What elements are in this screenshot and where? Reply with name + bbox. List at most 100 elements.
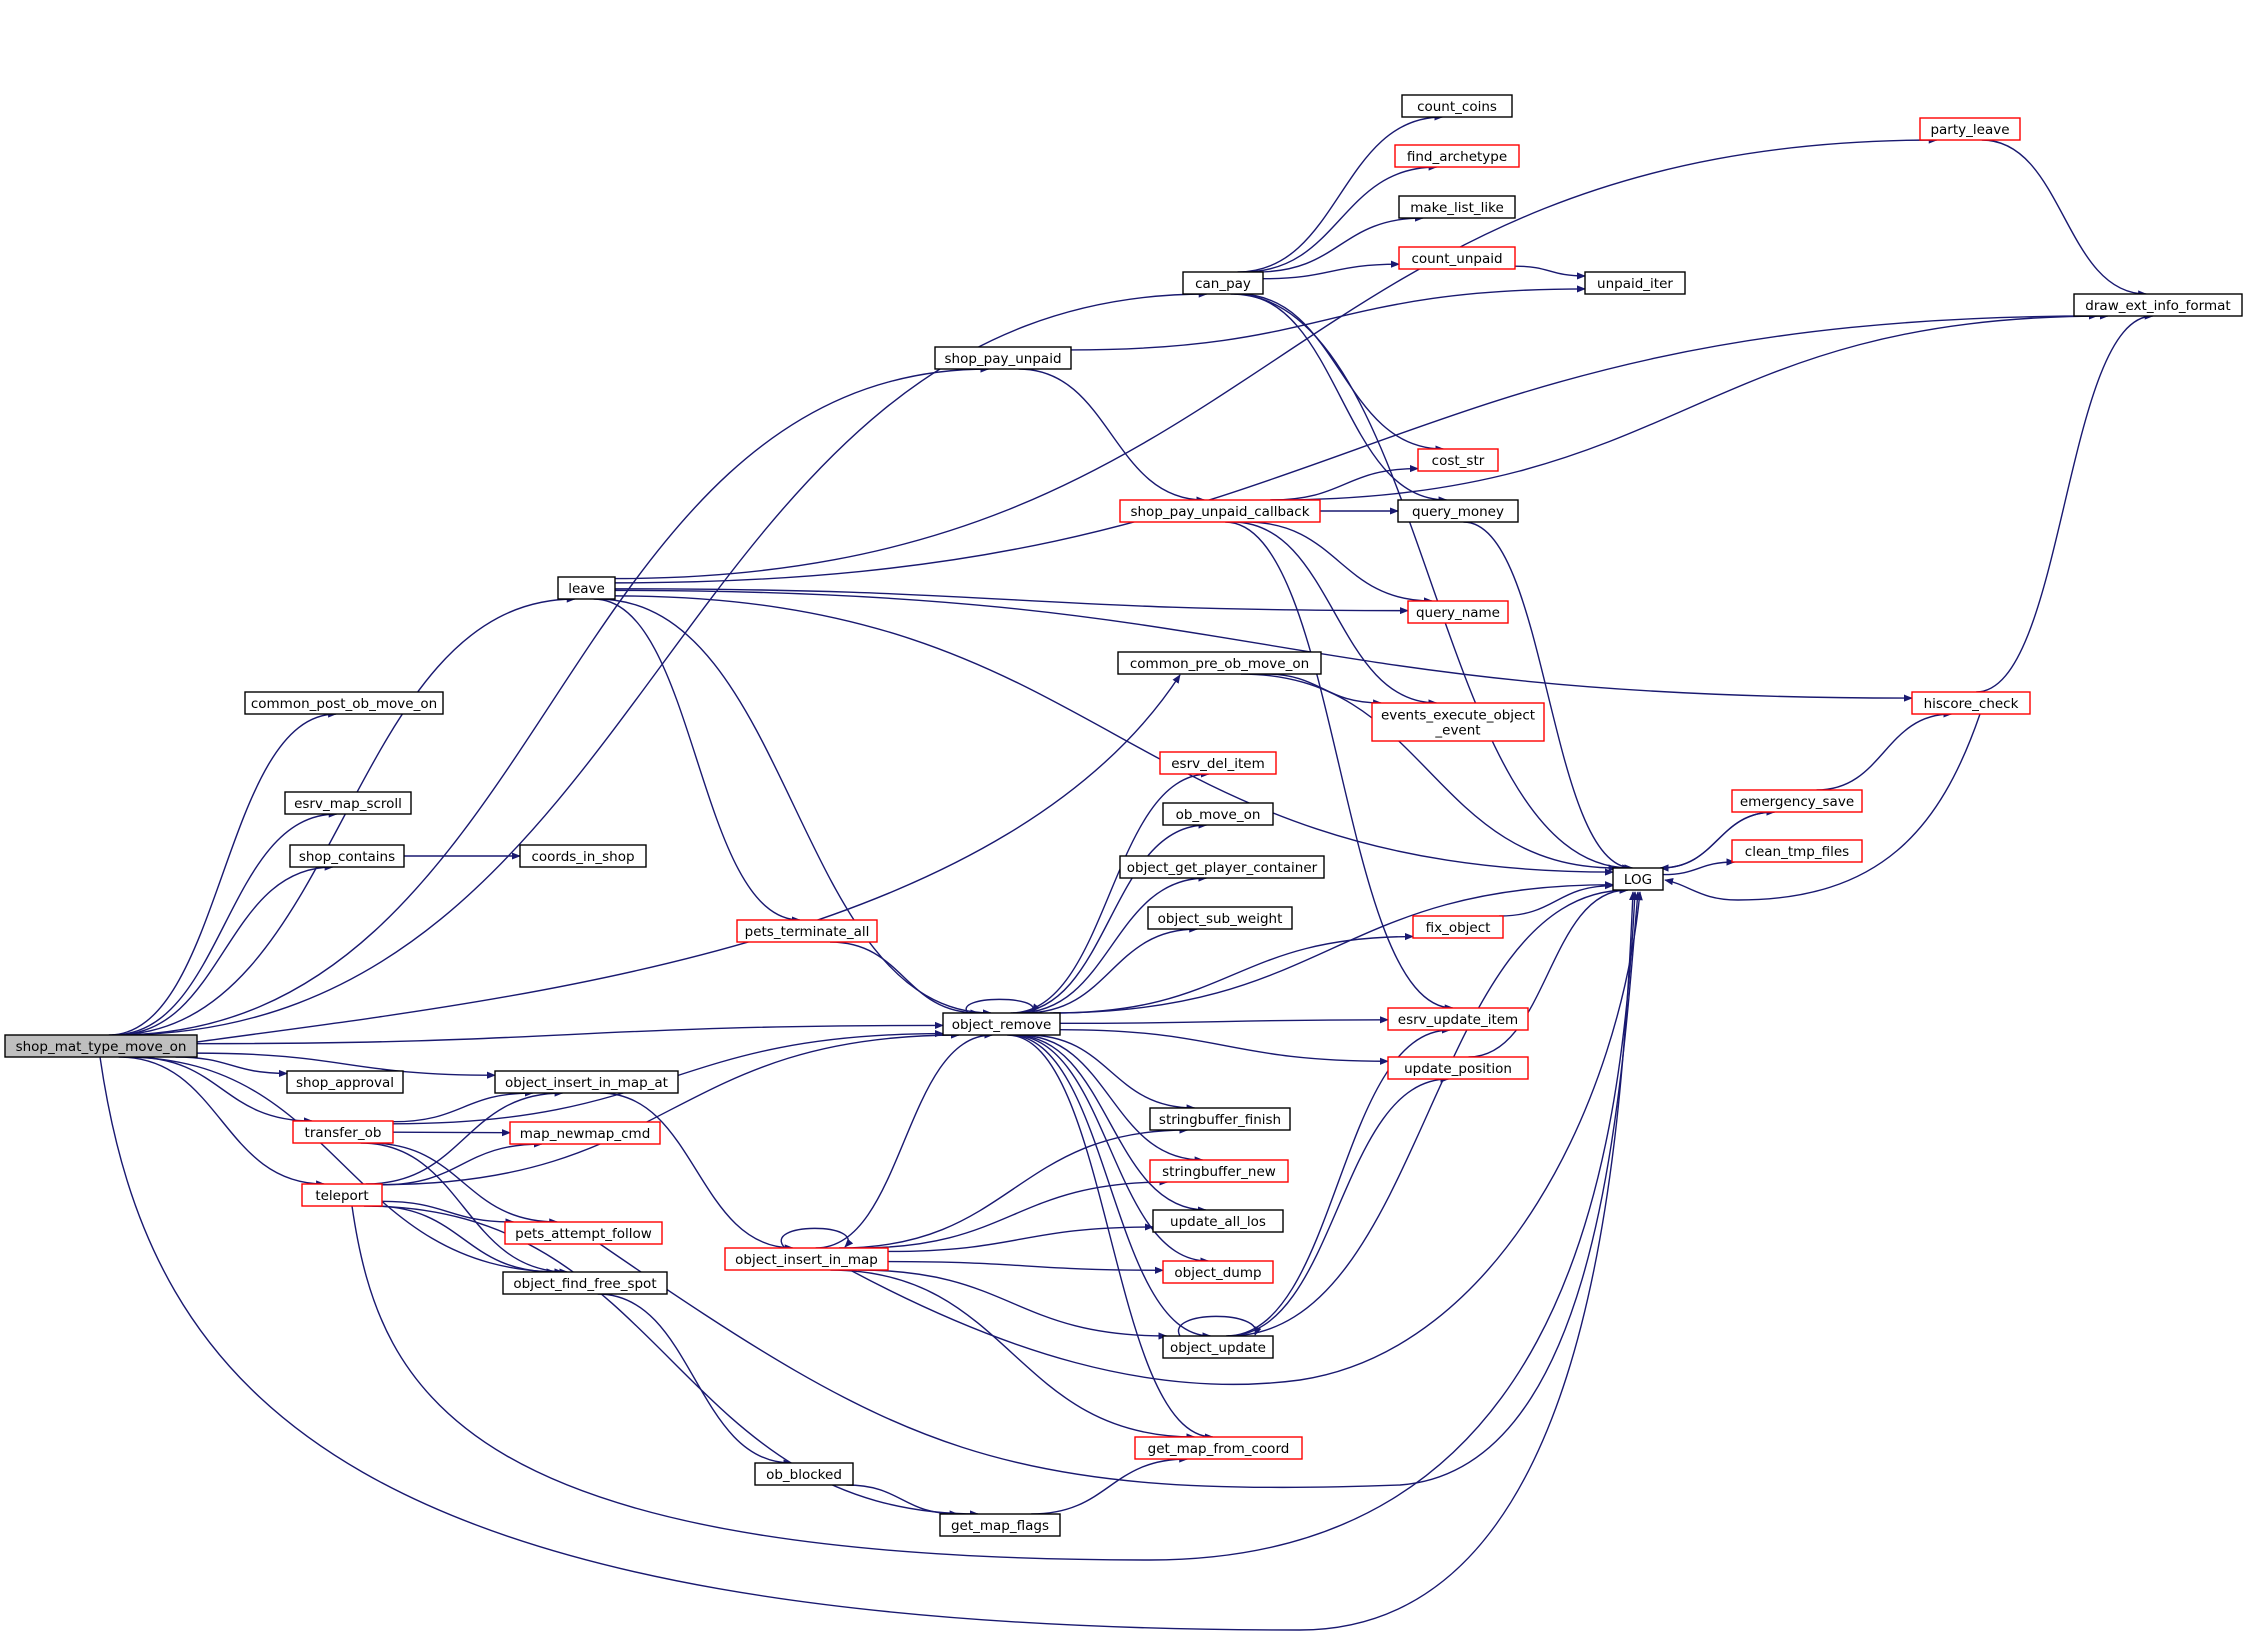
node-stringbuffer_finish[interactable]: stringbuffer_finish — [1149, 1107, 1291, 1131]
node-update_all_los[interactable]: update_all_los — [1152, 1209, 1284, 1233]
node-label: coords_in_shop — [531, 849, 634, 865]
edge-LOG-to-clean_tmp_files — [1662, 858, 1736, 876]
node-box — [934, 346, 1072, 370]
node-label: pets_terminate_all — [745, 924, 870, 940]
node-box — [1162, 802, 1274, 826]
edge-object_remove-to-LOG — [1049, 881, 1614, 1014]
node-common_post_ob_move_on[interactable]: common_post_ob_move_on — [244, 691, 444, 715]
node-clean_tmp_files[interactable]: clean_tmp_files — [1731, 839, 1863, 863]
edge-emergency_save-to-LOG — [1659, 811, 1775, 872]
node-box — [754, 1462, 854, 1486]
node-query_money[interactable]: query_money — [1397, 499, 1519, 523]
node-pets_attempt_follow[interactable]: pets_attempt_follow — [504, 1221, 663, 1245]
edges-layer — [99, 113, 2154, 1631]
edge-object_remove-to-esrv_update_item — [1059, 1016, 1389, 1025]
node-stringbuffer_new[interactable]: stringbuffer_new — [1149, 1159, 1289, 1183]
edge-party_leave-to-draw_ext_info_format — [1981, 139, 2148, 298]
node-label: object_get_player_container — [1127, 860, 1318, 876]
edge-teleport-to-object_remove — [381, 1031, 960, 1186]
edge-object_insert_in_map-to-get_map_from_coord — [830, 1269, 1196, 1441]
node-label: update_position — [1404, 1061, 1512, 1077]
node-emergency_save[interactable]: emergency_save — [1731, 789, 1863, 813]
node-shop_mat_type_move_on[interactable]: shop_mat_type_move_on — [4, 1034, 198, 1058]
node-box — [1731, 789, 1863, 813]
node-common_pre_ob_move_on[interactable]: common_pre_ob_move_on — [1117, 651, 1322, 675]
node-shop_contains[interactable]: shop_contains — [289, 844, 405, 868]
nodes-layer: shop_mat_type_move_on can_pay shop_pay_unp… — [4, 94, 2243, 1537]
node-box — [4, 1034, 198, 1058]
node-find_archetype[interactable]: find_archetype — [1394, 144, 1520, 168]
edge-transfer_ob-to-object_insert_in_map_at — [392, 1089, 534, 1123]
node-shop_approval[interactable]: shop_approval — [286, 1070, 404, 1094]
edge-object_remove-to-get_map_from_coord — [1007, 1034, 1214, 1441]
node-teleport[interactable]: teleport — [301, 1183, 383, 1207]
edge-transfer_ob-to-object_find_free_spot — [360, 1142, 569, 1276]
node-draw_ext_info_format[interactable]: draw_ext_info_format — [2073, 293, 2243, 317]
node-make_list_like[interactable]: make_list_like — [1398, 195, 1516, 219]
node-esrv_map_scroll[interactable]: esrv_map_scroll — [284, 791, 412, 815]
edge-object_update-to-LOG — [1227, 886, 1630, 1337]
node-label: ob_move_on — [1176, 807, 1261, 823]
node-label: transfer_ob — [305, 1125, 382, 1141]
node-box — [286, 1070, 404, 1094]
node-label: common_post_ob_move_on — [251, 696, 437, 712]
edge-update_position-to-LOG — [1468, 886, 1629, 1058]
edge-object_remove-to-stringbuffer_finish — [1026, 1034, 1196, 1112]
edge-hiscore_check-to-draw_ext_info_format — [1976, 312, 2154, 693]
edge-object_update-to-update_position — [1227, 1075, 1450, 1337]
node-pets_terminate_all[interactable]: pets_terminate_all — [736, 919, 878, 943]
node-LOG[interactable]: LOG — [1612, 867, 1664, 891]
node-label: count_unpaid — [1411, 251, 1502, 267]
node-count_coins[interactable]: count_coins — [1401, 94, 1513, 118]
node-update_position[interactable]: update_position — [1387, 1056, 1529, 1080]
node-box — [509, 1121, 661, 1145]
node-party_leave[interactable]: party_leave — [1919, 117, 2021, 141]
node-object_get_player_container[interactable]: object_get_player_container — [1119, 855, 1325, 879]
edge-hiscore_check-to-LOG — [1664, 713, 1981, 901]
node-object_insert_in_map_at[interactable]: object_insert_in_map_at — [494, 1070, 679, 1094]
node-label: ob_blocked — [766, 1467, 842, 1483]
node-query_name[interactable]: query_name — [1407, 600, 1509, 624]
node-leave[interactable]: leave — [557, 576, 616, 600]
node-esrv_del_item[interactable]: esrv_del_item — [1159, 751, 1277, 775]
node-transfer_ob[interactable]: transfer_ob — [292, 1120, 394, 1144]
edge-teleport-to-object_find_free_spot — [372, 1205, 556, 1276]
node-get_map_from_coord[interactable]: get_map_from_coord — [1134, 1436, 1303, 1460]
node-get_map_flags[interactable]: get_map_flags — [939, 1513, 1061, 1537]
edge-can_pay-to-LOG — [1230, 293, 1632, 872]
edge-transfer_ob-to-pets_attempt_follow — [369, 1142, 559, 1226]
node-object_find_free_spot[interactable]: object_find_free_spot — [502, 1271, 668, 1295]
edge-teleport-to-object_insert_in_map_at — [365, 1089, 564, 1185]
node-map_newmap_cmd[interactable]: map_newmap_cmd — [509, 1121, 661, 1145]
node-object_insert_in_map[interactable]: object_insert_in_map — [724, 1247, 889, 1271]
node-coords_in_shop[interactable]: coords_in_shop — [519, 844, 647, 868]
node-label: shop_mat_type_move_on — [16, 1039, 187, 1055]
node-box — [1182, 271, 1264, 295]
node-shop_pay_unpaid_callback[interactable]: shop_pay_unpaid_callback — [1119, 499, 1321, 523]
node-hiscore_check[interactable]: hiscore_check — [1911, 691, 2031, 715]
node-object_dump[interactable]: object_dump — [1162, 1260, 1274, 1284]
edge-object_remove-to-object_sub_weight — [1024, 925, 1199, 1014]
node-fix_object[interactable]: fix_object — [1412, 915, 1504, 939]
node-object_remove[interactable]: object_remove — [942, 1012, 1061, 1036]
node-events_execute_object_event[interactable]: events_execute_object_event — [1371, 702, 1545, 742]
edge-can_pay-to-find_archetype — [1243, 163, 1438, 273]
node-shop_pay_unpaid[interactable]: shop_pay_unpaid — [934, 346, 1072, 370]
node-unpaid_iter[interactable]: unpaid_iter — [1584, 271, 1686, 295]
edge-object_update-to-object_update — [1177, 1315, 1262, 1337]
node-label: teleport — [315, 1188, 368, 1204]
node-ob_blocked[interactable]: ob_blocked — [754, 1462, 854, 1486]
node-box — [519, 844, 647, 868]
node-ob_move_on[interactable]: ob_move_on — [1162, 802, 1274, 826]
node-label: esrv_map_scroll — [294, 796, 402, 812]
node-count_unpaid[interactable]: count_unpaid — [1398, 246, 1516, 270]
node-esrv_update_item[interactable]: esrv_update_item — [1387, 1007, 1529, 1031]
node-cost_str[interactable]: cost_str — [1417, 448, 1499, 472]
node-can_pay[interactable]: can_pay — [1182, 271, 1264, 295]
node-box — [1371, 702, 1545, 742]
node-object_update[interactable]: object_update — [1162, 1335, 1274, 1359]
node-box — [1731, 839, 1863, 863]
node-object_sub_weight[interactable]: object_sub_weight — [1147, 906, 1293, 930]
node-box — [1398, 195, 1516, 219]
